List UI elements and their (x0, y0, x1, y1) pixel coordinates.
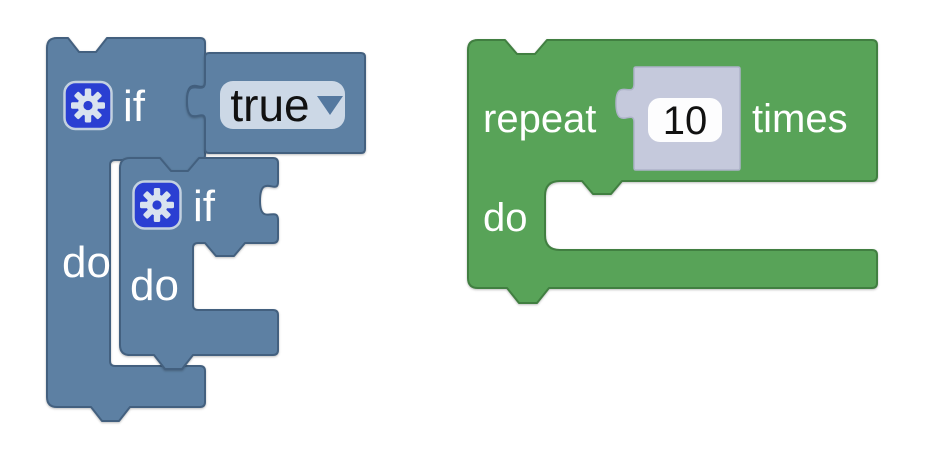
do-label: do (62, 238, 111, 287)
dropdown-arrow-icon (317, 96, 343, 115)
times-label: times (752, 97, 848, 141)
nested-if-block[interactable]: if do (119, 157, 279, 370)
condition-dropdown[interactable] (220, 81, 345, 129)
if-label: if (193, 182, 216, 231)
number-shadow-block[interactable]: 10 (615, 66, 741, 171)
repeat-block[interactable]: repeat times do 10 (467, 39, 878, 304)
repeat-count-value[interactable]: 10 (663, 99, 708, 143)
if-label: if (123, 82, 146, 131)
repeat-block-body[interactable] (467, 39, 878, 304)
repeat-label: repeat (483, 97, 596, 141)
if-block[interactable]: if do (46, 37, 206, 422)
mutator-gear-icon[interactable] (63, 80, 113, 131)
mutator-gear-icon[interactable] (132, 180, 182, 230)
boolean-true-block[interactable]: true (186, 52, 366, 154)
do-label: do (483, 196, 528, 240)
repeat-count-field[interactable] (648, 98, 722, 142)
condition-dropdown-value[interactable]: true (230, 79, 309, 131)
do-label: do (130, 261, 179, 310)
